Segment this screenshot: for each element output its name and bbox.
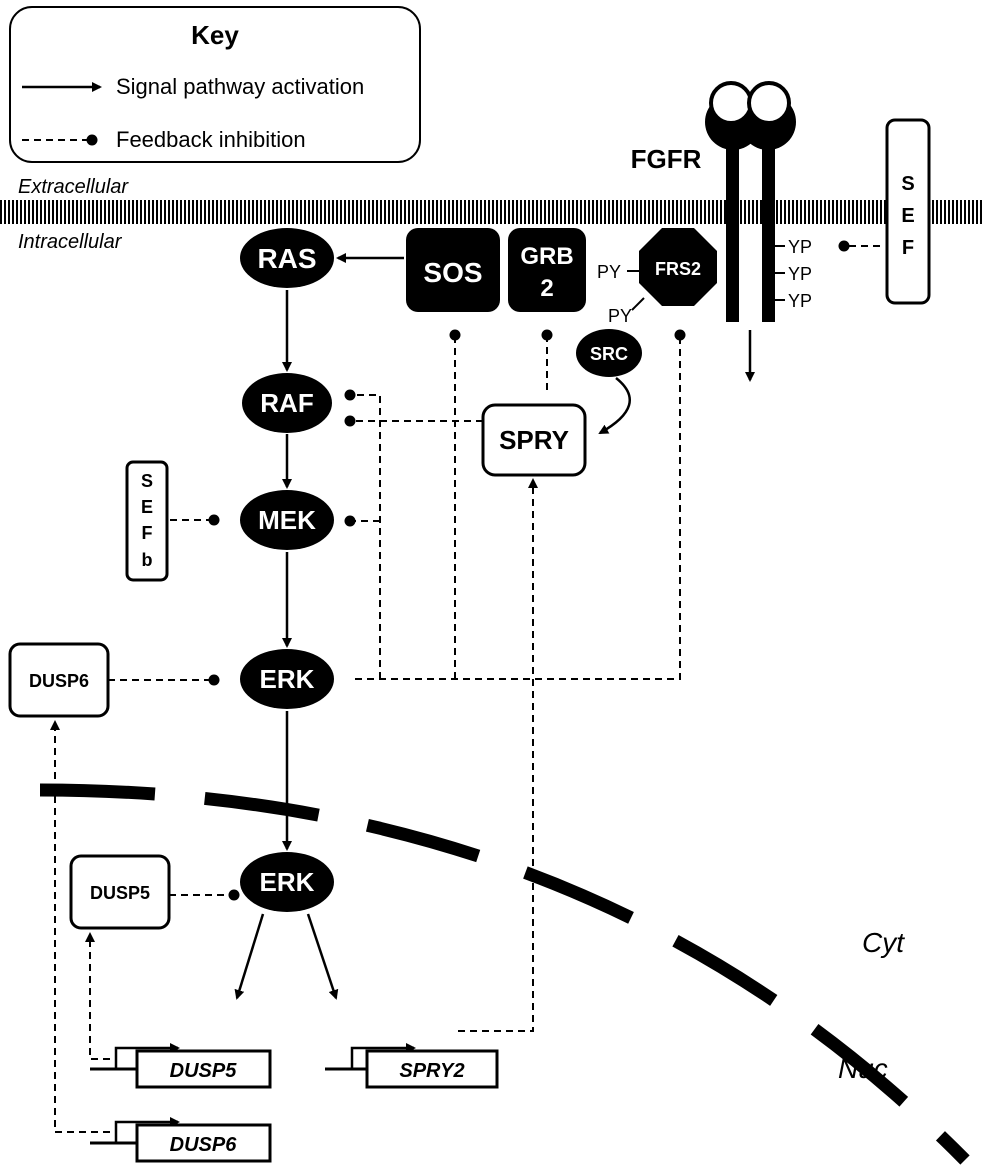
sefb-node	[125, 460, 169, 582]
sef-letter-1: S	[901, 173, 914, 195]
fgfr-receptor: FGFR YP YP YP	[631, 81, 812, 382]
frs2-node	[639, 228, 717, 306]
fgfr-label: FGFR	[631, 144, 702, 174]
key-legend: Key Signal pathway activation Feedback i…	[9, 6, 421, 163]
erk-feedback-network	[344, 329, 686, 680]
ras-node	[240, 228, 334, 288]
spry-label: SPRY	[499, 425, 569, 455]
gene-spry2: SPRY2	[325, 1043, 499, 1089]
erk-induces-spry2-arrow	[306, 913, 339, 1000]
dusp5-expression-arrow	[85, 932, 110, 1060]
sef-letter-2: E	[901, 205, 914, 227]
raf-label: RAF	[260, 388, 313, 418]
frs2-phospho-2: PY	[608, 306, 632, 326]
sef-membrane: S E F	[838, 118, 931, 305]
nuclear-envelope	[39, 783, 970, 1165]
fgfr-phospho-1: YP	[788, 237, 812, 257]
src-label: SRC	[590, 344, 628, 364]
spry2-expression-arrow	[458, 478, 538, 1032]
grb2-label-line1: GRB	[520, 243, 573, 270]
sef-box	[885, 118, 931, 305]
extracellular-label: Extracellular	[18, 176, 129, 198]
mek-label: MEK	[258, 505, 316, 535]
sefb-letter-3: F	[142, 523, 153, 543]
ras-label: RAS	[257, 243, 316, 274]
cytoplasm-label: Cyt	[862, 927, 905, 958]
spry-node	[481, 403, 587, 477]
gene-dusp5: DUSP5	[90, 1043, 272, 1089]
sos-label: SOS	[423, 257, 482, 288]
sef-letter-3: F	[902, 237, 914, 259]
nucleus-label: Nuc	[838, 1053, 888, 1084]
gene-dusp6: DUSP6	[90, 1117, 272, 1163]
dusp6-label: DUSP6	[29, 671, 89, 691]
gene-spry2-label: SPRY2	[399, 1060, 464, 1082]
frs2-phospho-1: PY	[597, 262, 621, 282]
fgfr-phospho-3: YP	[788, 291, 812, 311]
erk-cytoplasmic-label: ERK	[260, 664, 315, 694]
key-inhibition-label: Feedback inhibition	[116, 127, 306, 152]
gene-dusp5-label: DUSP5	[170, 1060, 238, 1082]
grb2-node	[508, 228, 586, 312]
src-activates-spry-arrow	[598, 377, 631, 435]
fgfr-phospho-2: YP	[788, 264, 812, 284]
key-activation-label: Signal pathway activation	[116, 74, 364, 99]
sefb-letter-4: b	[142, 550, 153, 570]
erk-cytoplasmic-node	[240, 649, 334, 709]
sos-node	[406, 228, 500, 312]
key-title: Key	[191, 20, 239, 50]
frs2-label: FRS2	[655, 259, 701, 279]
cell-membrane	[0, 200, 984, 224]
mek-node	[240, 490, 334, 550]
grb2-label-line2: 2	[540, 275, 553, 302]
sefb-letter-2: E	[141, 497, 153, 517]
dusp6-expression-arrow	[50, 720, 110, 1133]
intracellular-label: Intracellular	[18, 231, 123, 253]
gene-dusp6-label: DUSP6	[170, 1134, 238, 1156]
erk-nuclear-node	[240, 852, 334, 912]
dusp5-label: DUSP5	[90, 883, 150, 903]
sefb-letter-1: S	[141, 471, 153, 491]
raf-node	[242, 373, 332, 433]
dusp5-node	[69, 854, 171, 930]
key-box	[9, 6, 421, 163]
erk-nuclear-label: ERK	[260, 867, 315, 897]
erk-induces-dusp5-arrow	[234, 913, 265, 1000]
src-node	[576, 329, 642, 377]
